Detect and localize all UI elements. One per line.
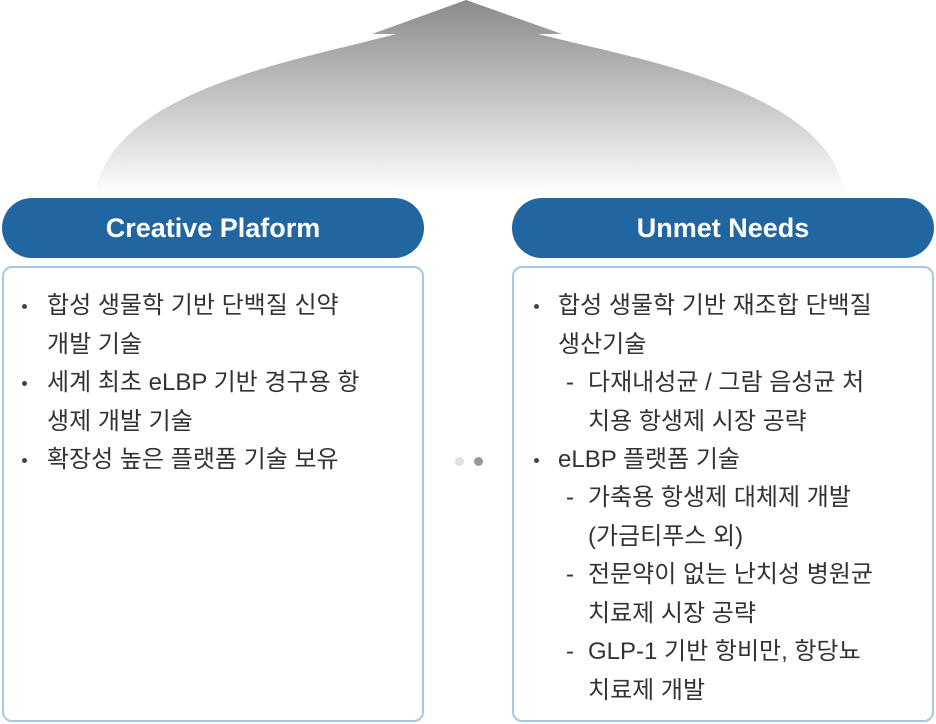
item-line: 치료제 개발 [588,676,706,704]
dash-icon: - [566,484,574,511]
connector-dot-light [455,457,464,466]
creative-platform-box: 합성 생물학 기반 단백질 신약 개발 기술 세계 최초 eLBP 기반 경구용… [2,266,424,722]
item-line: (가금티푸스 외) [588,522,744,550]
bullet-icon [22,304,27,309]
unmet-needs-box: 합성 생물학 기반 재조합 단백질 생산기술 - 다재내성균 / 그람 음성균 … [512,266,934,722]
list-item: 합성 생물학 기반 단백질 신약 개발 기술 [22,287,339,364]
bullet-icon [534,304,539,309]
bullet-icon [534,458,539,463]
dash-icon: - [566,369,574,396]
item-line: 치료제 시장 공략 [588,599,756,627]
sub-item: - GLP-1 기반 항비만, 항당뇨 치료제 개발 [566,633,861,710]
dash-icon: - [566,561,574,588]
item-line: 개발 기술 [47,330,142,358]
bullet-icon [22,381,27,386]
item-line: 생제 개발 기술 [47,407,193,435]
dash-icon: - [566,638,574,665]
item-line: 치용 항생제 시장 공략 [588,407,807,435]
item-line: 전문약이 없는 난치성 병원균 [588,561,873,588]
sub-item: - 가축용 항생제 대체제 개발 (가금티푸스 외) [566,479,851,556]
sub-item: - 전문약이 없는 난치성 병원균 치료제 시장 공략 [566,556,873,633]
list-item: 세계 최초 eLBP 기반 경구용 항 생제 개발 기술 [22,364,360,441]
unmet-needs-header: Unmet Needs [512,198,934,258]
item-line: 가축용 항생제 대체제 개발 [588,484,851,511]
item-line: 세계 최초 eLBP 기반 경구용 항 [47,369,360,396]
connector-dot-dark [474,457,483,466]
item-line: eLBP 플랫폼 기술 [558,446,741,473]
item-line: 합성 생물학 기반 단백질 신약 [47,292,339,319]
bullet-icon [22,458,27,463]
item-line: 다재내성균 / 그람 음성균 처 [588,369,865,396]
sub-item: - 다재내성균 / 그람 음성균 처 치용 항생제 시장 공략 [566,364,865,441]
item-line: 확장성 높은 플랫폼 기술 보유 [47,446,339,473]
item-line: 합성 생물학 기반 재조합 단백질 [558,292,872,319]
item-line: GLP-1 기반 항비만, 항당뇨 [588,638,861,665]
list-item: eLBP 플랫폼 기술 [534,441,741,480]
list-item: 합성 생물학 기반 재조합 단백질 생산기술 [534,287,872,364]
upward-arrow-icon [95,0,845,195]
creative-platform-header: Creative Plaform [2,198,424,258]
item-line: 생산기술 [558,330,647,358]
list-item: 확장성 높은 플랫폼 기술 보유 [22,441,339,480]
